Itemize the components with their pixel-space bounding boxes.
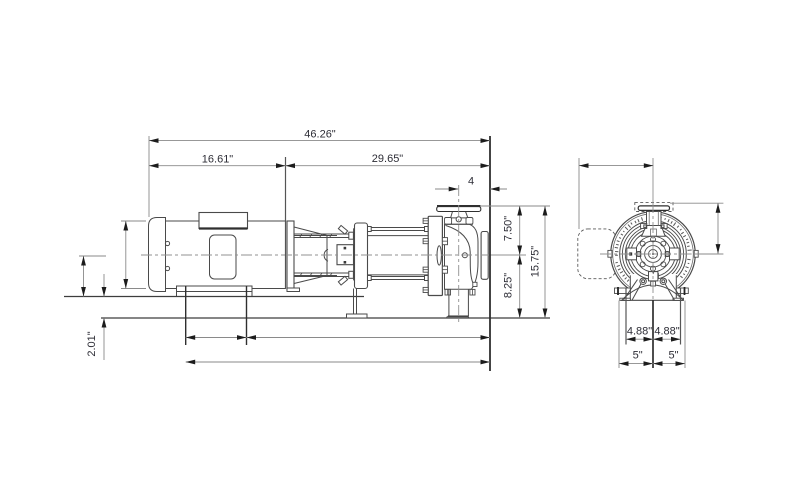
- svg-text:4.88": 4.88": [627, 326, 652, 338]
- svg-text:4: 4: [468, 176, 474, 188]
- svg-text:7.50": 7.50": [503, 216, 515, 241]
- svg-text:4.88": 4.88": [654, 326, 679, 338]
- svg-text:29.65": 29.65": [372, 153, 404, 165]
- svg-text:46.26": 46.26": [304, 129, 336, 141]
- svg-text:8.25": 8.25": [503, 273, 515, 298]
- svg-text:15.75": 15.75": [530, 246, 542, 278]
- svg-text:2.01": 2.01": [86, 331, 98, 356]
- svg-text:5": 5": [668, 350, 678, 362]
- svg-text:16.61": 16.61": [202, 154, 234, 166]
- svg-text:5": 5": [633, 350, 643, 362]
